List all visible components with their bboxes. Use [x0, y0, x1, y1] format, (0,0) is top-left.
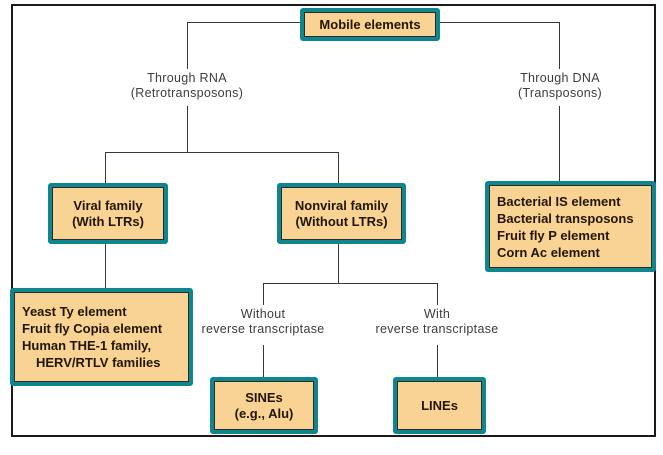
- without-rt-line2: reverse transcriptase: [201, 322, 325, 336]
- dna-example-4: Corn Ac element: [497, 244, 600, 260]
- connector-with-rt-drop-1: [436, 283, 438, 305]
- connector-viral-examples-drop: [104, 243, 106, 288]
- connector-dna-drop-2: [558, 106, 560, 181]
- mobile-elements-label: Mobile elements: [319, 16, 421, 32]
- viral-example-1: Yeast Ty element: [22, 304, 127, 319]
- through-rna-line1: Through RNA: [147, 71, 227, 85]
- nonviral-family-line1: Nonviral family: [294, 197, 389, 213]
- dna-example-3: Fruit fly P element: [497, 227, 610, 243]
- connector-lines-drop: [436, 345, 438, 377]
- through-dna-line1: Through DNA: [520, 71, 600, 85]
- through-dna-label: Through DNA (Transposons): [479, 71, 641, 101]
- nonviral-family-box: Nonviral family (Without LTRs): [277, 183, 406, 244]
- connector-root-to-rna-horizontal: [187, 21, 301, 23]
- viral-example-4: HERV/RTLV families: [36, 355, 161, 370]
- nonviral-family-line2: (Without LTRs): [295, 213, 388, 229]
- connector-sines-drop: [262, 345, 264, 377]
- with-rt-label: With reverse transcriptase: [357, 307, 517, 337]
- through-rna-label: Through RNA (Retrotransposons): [107, 71, 267, 101]
- through-dna-line2: (Transposons): [517, 86, 603, 100]
- viral-example-3: Human THE-1 family,: [22, 338, 152, 353]
- connector-root-to-dna-horizontal: [439, 21, 560, 23]
- connector-rna-drop-1: [186, 22, 188, 69]
- viral-family-line2: (With LTRs): [72, 213, 144, 229]
- viral-family-box: Viral family (With LTRs): [48, 183, 168, 244]
- dna-example-1: Bacterial IS element: [497, 193, 621, 209]
- lines-label: LINEs: [421, 397, 458, 413]
- with-rt-line1: With: [423, 307, 451, 321]
- through-rna-line2: (Retrotransposons): [130, 86, 244, 100]
- viral-example-2: Fruit fly Copia element: [22, 321, 163, 336]
- dna-example-2: Bacterial transposons: [497, 210, 634, 226]
- connector-without-rt-drop-1: [262, 283, 264, 305]
- connector-nonviral-drop: [337, 152, 339, 183]
- connector-rna-split-horizontal: [105, 151, 339, 153]
- connector-viral-drop: [104, 152, 106, 183]
- sines-line1: SINEs: [245, 389, 283, 405]
- dna-examples-box: Bacterial IS element Bacterial transposo…: [485, 181, 656, 272]
- connector-nonviral-down: [337, 243, 339, 283]
- connector-rt-split-horizontal: [263, 282, 438, 284]
- sines-line2: (e.g., Alu): [234, 405, 294, 421]
- viral-examples-box: Yeast Ty element Fruit fly Copia element…: [10, 288, 193, 386]
- connector-dna-drop-1: [558, 22, 560, 69]
- sines-box: SINEs (e.g., Alu): [210, 377, 318, 434]
- with-rt-line2: reverse transcriptase: [375, 322, 499, 336]
- connector-rna-drop-2: [186, 106, 188, 152]
- lines-box: LINEs: [393, 377, 486, 434]
- mobile-elements-box: Mobile elements: [300, 8, 440, 41]
- viral-family-line1: Viral family: [73, 197, 143, 213]
- without-rt-label: Without reverse transcriptase: [183, 307, 343, 337]
- without-rt-line1: Without: [240, 307, 286, 321]
